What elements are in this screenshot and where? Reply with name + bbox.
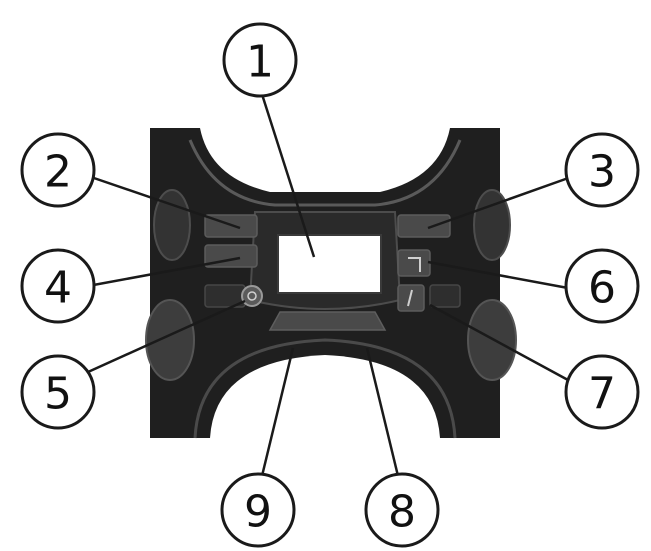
- callout-1-label: 1: [246, 37, 274, 88]
- callout-3: 3: [564, 132, 640, 208]
- callout-9: 9: [220, 472, 296, 548]
- panel-bottom-trim: [193, 338, 457, 439]
- callout-7-circle: [564, 354, 640, 430]
- leader-8: [365, 347, 400, 477]
- callout-2-circle: [20, 132, 96, 208]
- callout-1-circle: [222, 22, 298, 98]
- leader-6: [427, 260, 569, 290]
- callout-8-label: 8: [388, 487, 416, 538]
- callout-3-circle: [564, 132, 640, 208]
- leader-3: [427, 174, 575, 230]
- right-button-top[interactable]: [397, 214, 451, 238]
- display-screen: [277, 234, 382, 294]
- callout-9-circle: [220, 472, 296, 548]
- callout-2: 2: [20, 132, 96, 208]
- callout-7: 7: [564, 354, 640, 430]
- dashboard-panel: [145, 128, 517, 439]
- callout-4: 4: [20, 248, 96, 324]
- callout-1: 1: [222, 22, 298, 98]
- bottom-control-bar: [268, 311, 387, 331]
- callout-3-label: 3: [588, 147, 616, 198]
- callout-5-circle: [20, 354, 96, 430]
- power-knob[interactable]: [241, 285, 263, 307]
- leader-5: [87, 299, 246, 374]
- leader-7: [429, 303, 569, 382]
- leader-4: [87, 256, 241, 288]
- callout-5: 5: [20, 354, 96, 430]
- panel-top-cutout: [200, 128, 450, 192]
- callout-8: 8: [364, 472, 440, 548]
- callout-8-circle: [364, 472, 440, 548]
- callout-6: 6: [564, 248, 640, 324]
- leader-2: [87, 174, 241, 230]
- callout-9-label: 9: [244, 487, 272, 538]
- callouts: 1 2 3 4 5 6 7 8: [20, 22, 640, 548]
- left-grip: [145, 299, 195, 381]
- leader-lines: [87, 87, 575, 477]
- right-button-bottom-extra[interactable]: [429, 284, 461, 308]
- panel-top-trim: [188, 139, 462, 207]
- callout-5-label: 5: [44, 369, 72, 420]
- right-button-middle[interactable]: [397, 249, 431, 277]
- power-icon: [247, 291, 257, 301]
- callout-7-label: 7: [588, 369, 616, 420]
- callout-2-label: 2: [44, 147, 72, 198]
- leader-9: [260, 347, 295, 477]
- wiper-icon: [407, 289, 413, 307]
- leader-1: [258, 87, 316, 258]
- callout-6-label: 6: [588, 263, 616, 314]
- callout-6-circle: [564, 248, 640, 324]
- callout-4-label: 4: [44, 263, 72, 314]
- turn-arrow-icon: [408, 257, 421, 272]
- callout-4-circle: [20, 248, 96, 324]
